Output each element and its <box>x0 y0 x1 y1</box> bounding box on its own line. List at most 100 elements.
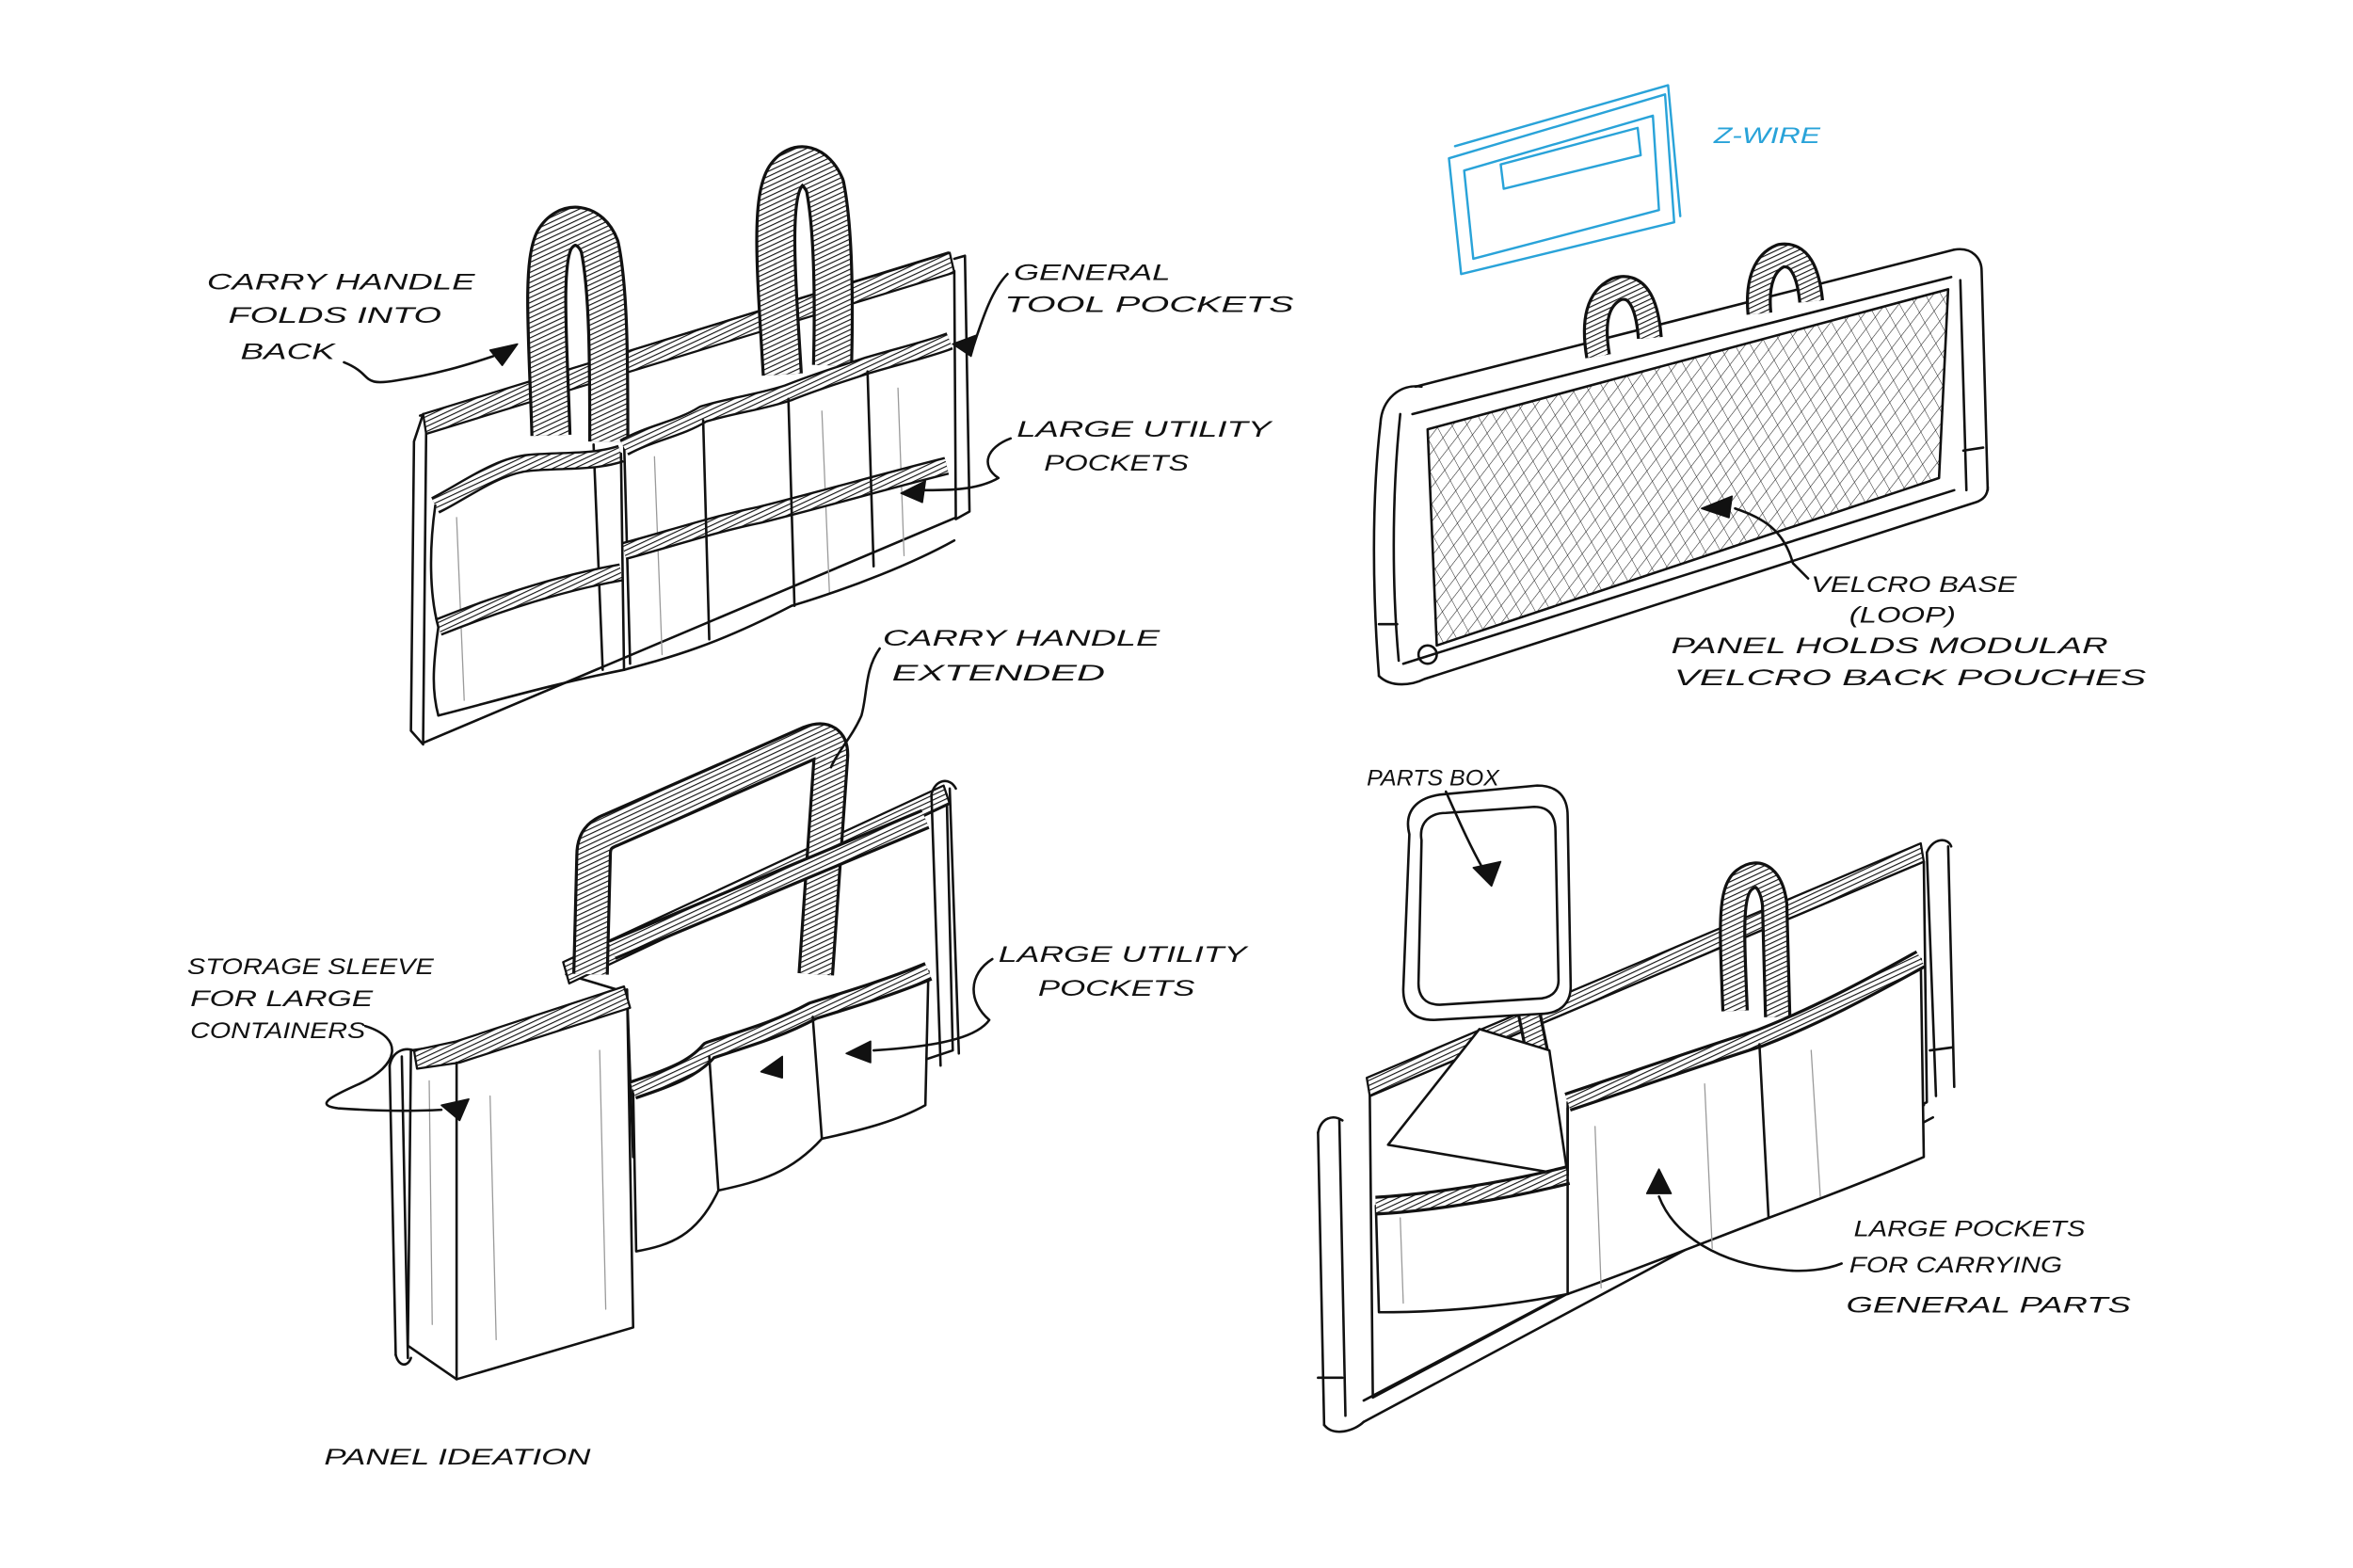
frame-right-tube <box>1959 279 1968 492</box>
sketch-panel-folded-handles: CARRY HANDLE FOLDS INTO BACK GENERAL TOO… <box>207 145 1294 746</box>
z-wire-inner <box>1463 114 1660 261</box>
frame-bottom-tube <box>1401 488 1956 665</box>
utility-pocket-rim <box>631 965 932 1097</box>
frame-right-tube <box>1946 845 1956 1089</box>
callout-leader-line <box>1734 506 1810 580</box>
pocket-side <box>429 504 440 629</box>
frame-tab-left <box>1586 278 1660 359</box>
left-upper-pocket-rim <box>432 447 624 512</box>
pocket-divider <box>1758 1043 1770 1220</box>
callout-storage-sleeve-line-1: STORAGE SLEEVE <box>187 954 435 980</box>
callout-large-utility-pockets-bottom-line-1: LARGE UTILITY <box>999 942 1249 968</box>
callout-large-utility-pockets-bottom-line-2: POCKETS <box>1038 976 1195 1001</box>
callout-general-tool-pockets-line-2: TOOL POCKETS <box>1004 293 1293 318</box>
fabric-fold-line <box>1704 1082 1713 1249</box>
frame-corner-joint <box>1417 644 1438 665</box>
back-panel-right-tube <box>948 787 961 1055</box>
fabric-fold-line <box>428 1080 433 1325</box>
callout-arrowhead <box>760 1055 783 1079</box>
callout-arrowhead <box>488 343 519 367</box>
large-pocket-rim <box>1565 952 1925 1109</box>
callout-arrowhead <box>900 480 926 504</box>
callout-carry-handle-folds-line-1: CARRY HANDLE <box>207 269 476 295</box>
callout-arrowhead <box>1645 1168 1673 1194</box>
sketch-panel-extended-handle: CARRY HANDLE EXTENDED STORAGE SLEEVE FOR… <box>187 626 1249 1470</box>
callout-arrowhead <box>1472 860 1502 888</box>
back-panel-right-tube <box>930 793 942 1067</box>
fabric-fold-line <box>599 1049 607 1310</box>
panel-left-edge <box>409 412 424 746</box>
fabric-fold-line <box>653 456 664 656</box>
fabric-fold-line <box>1400 1217 1404 1304</box>
frame-tick <box>1929 1046 1955 1052</box>
pocket-divider <box>811 1016 824 1141</box>
utility-pocket-rim <box>622 458 949 558</box>
back-panel-left-tube <box>388 1064 397 1356</box>
callout-velcro-base-line-1: VELCRO BASE <box>1811 572 2017 598</box>
pocket-bottom <box>790 538 956 608</box>
callout-leader-line <box>972 272 1009 345</box>
fabric-fold-line <box>1810 1049 1821 1197</box>
callout-leader-line <box>920 437 1013 492</box>
callout-large-utility-pockets-top-line-2: POCKETS <box>1044 451 1189 476</box>
back-panel-tube-cap <box>930 779 957 796</box>
frame-left-tube <box>1372 422 1382 678</box>
callout-leader-line <box>343 355 495 384</box>
callout-velcro-base-line-3: PANEL HOLDS MODULAR <box>1672 633 2108 659</box>
callout-carry-handle-folds-line-3: BACK <box>240 340 337 365</box>
callout-leader-line <box>829 647 881 769</box>
callout-leader-line <box>325 1024 443 1112</box>
velcro-mesh-crosshatch <box>1427 289 1948 646</box>
pocket-divider <box>701 419 711 641</box>
callout-arrowhead <box>440 1098 470 1122</box>
frame-right-tube <box>1925 851 1938 1097</box>
z-wire-slot <box>1499 126 1642 190</box>
parts-box-inner-face <box>1417 805 1561 1006</box>
frame-tube-cap <box>1925 839 1953 855</box>
extended-carry-handle <box>575 725 847 976</box>
frame-right-tube <box>1953 248 1990 492</box>
callout-leader-line <box>872 957 994 1052</box>
callout-large-pockets-line-2: FOR CARRYING <box>1849 1253 2062 1278</box>
callout-carry-handle-extended-line-1: CARRY HANDLE <box>883 626 1161 651</box>
parts-box <box>1401 784 1573 1022</box>
pocket-bottom <box>622 604 793 671</box>
carry-handle <box>1721 864 1789 1017</box>
frame-tube-cap <box>1322 1420 1366 1433</box>
z-wire-sketch: Z-WIRE <box>1448 84 1822 276</box>
tool-pocket-rim <box>620 334 952 454</box>
pocket-divider <box>866 370 875 568</box>
fabric-fold-line <box>489 1095 497 1341</box>
callout-velcro-base-line-2: (LOOP) <box>1849 603 1956 629</box>
callout-arrowhead <box>845 1040 872 1064</box>
pocket-divider <box>708 1055 720 1192</box>
pocket-bottom <box>437 668 626 717</box>
frame-tick <box>1961 446 1985 453</box>
left-pocket-rim <box>1375 1168 1570 1213</box>
storage-sleeve-rim <box>412 984 632 1070</box>
frame-left-tube <box>1392 412 1402 663</box>
sketch-panel-parts-box: PARTS BOX LARGE POCKETS FOR CARRYING GEN… <box>1317 766 2131 1433</box>
callout-parts-box: PARTS BOX <box>1367 766 1500 792</box>
callout-storage-sleeve-line-2: FOR LARGE <box>190 986 374 1012</box>
callout-arrowhead <box>952 334 978 358</box>
sketch-velcro-frame-panel: Z-WIRE VELCRO BASE (LOOP) PANEL HOLDS MO… <box>1372 84 2146 691</box>
frame-top-tube <box>1414 248 1956 389</box>
frame-left-tube <box>1317 1131 1326 1427</box>
left-carry-handle <box>529 208 627 442</box>
pocket-side <box>432 626 440 717</box>
callout-large-utility-pockets-top-line-1: LARGE UTILITY <box>1016 417 1273 442</box>
fabric-fold-line <box>1594 1126 1602 1289</box>
frame-left-tube <box>1337 1119 1347 1417</box>
callout-large-pockets-line-1: LARGE POCKETS <box>1854 1216 2086 1241</box>
callout-leader-line <box>1657 1195 1843 1272</box>
callout-carry-handle-folds-line-2: FOLDS INTO <box>229 303 442 328</box>
frame-top-tube <box>1411 276 1953 416</box>
callout-storage-sleeve-line-3: CONTAINERS <box>190 1018 365 1044</box>
back-panel-left-tube <box>400 1055 409 1360</box>
z-wire-label: Z-WIRE <box>1713 123 1822 149</box>
frame-tab-right <box>1749 245 1821 315</box>
right-carry-handle <box>758 148 851 376</box>
callout-general-tool-pockets-line-1: GENERAL <box>1014 261 1171 286</box>
